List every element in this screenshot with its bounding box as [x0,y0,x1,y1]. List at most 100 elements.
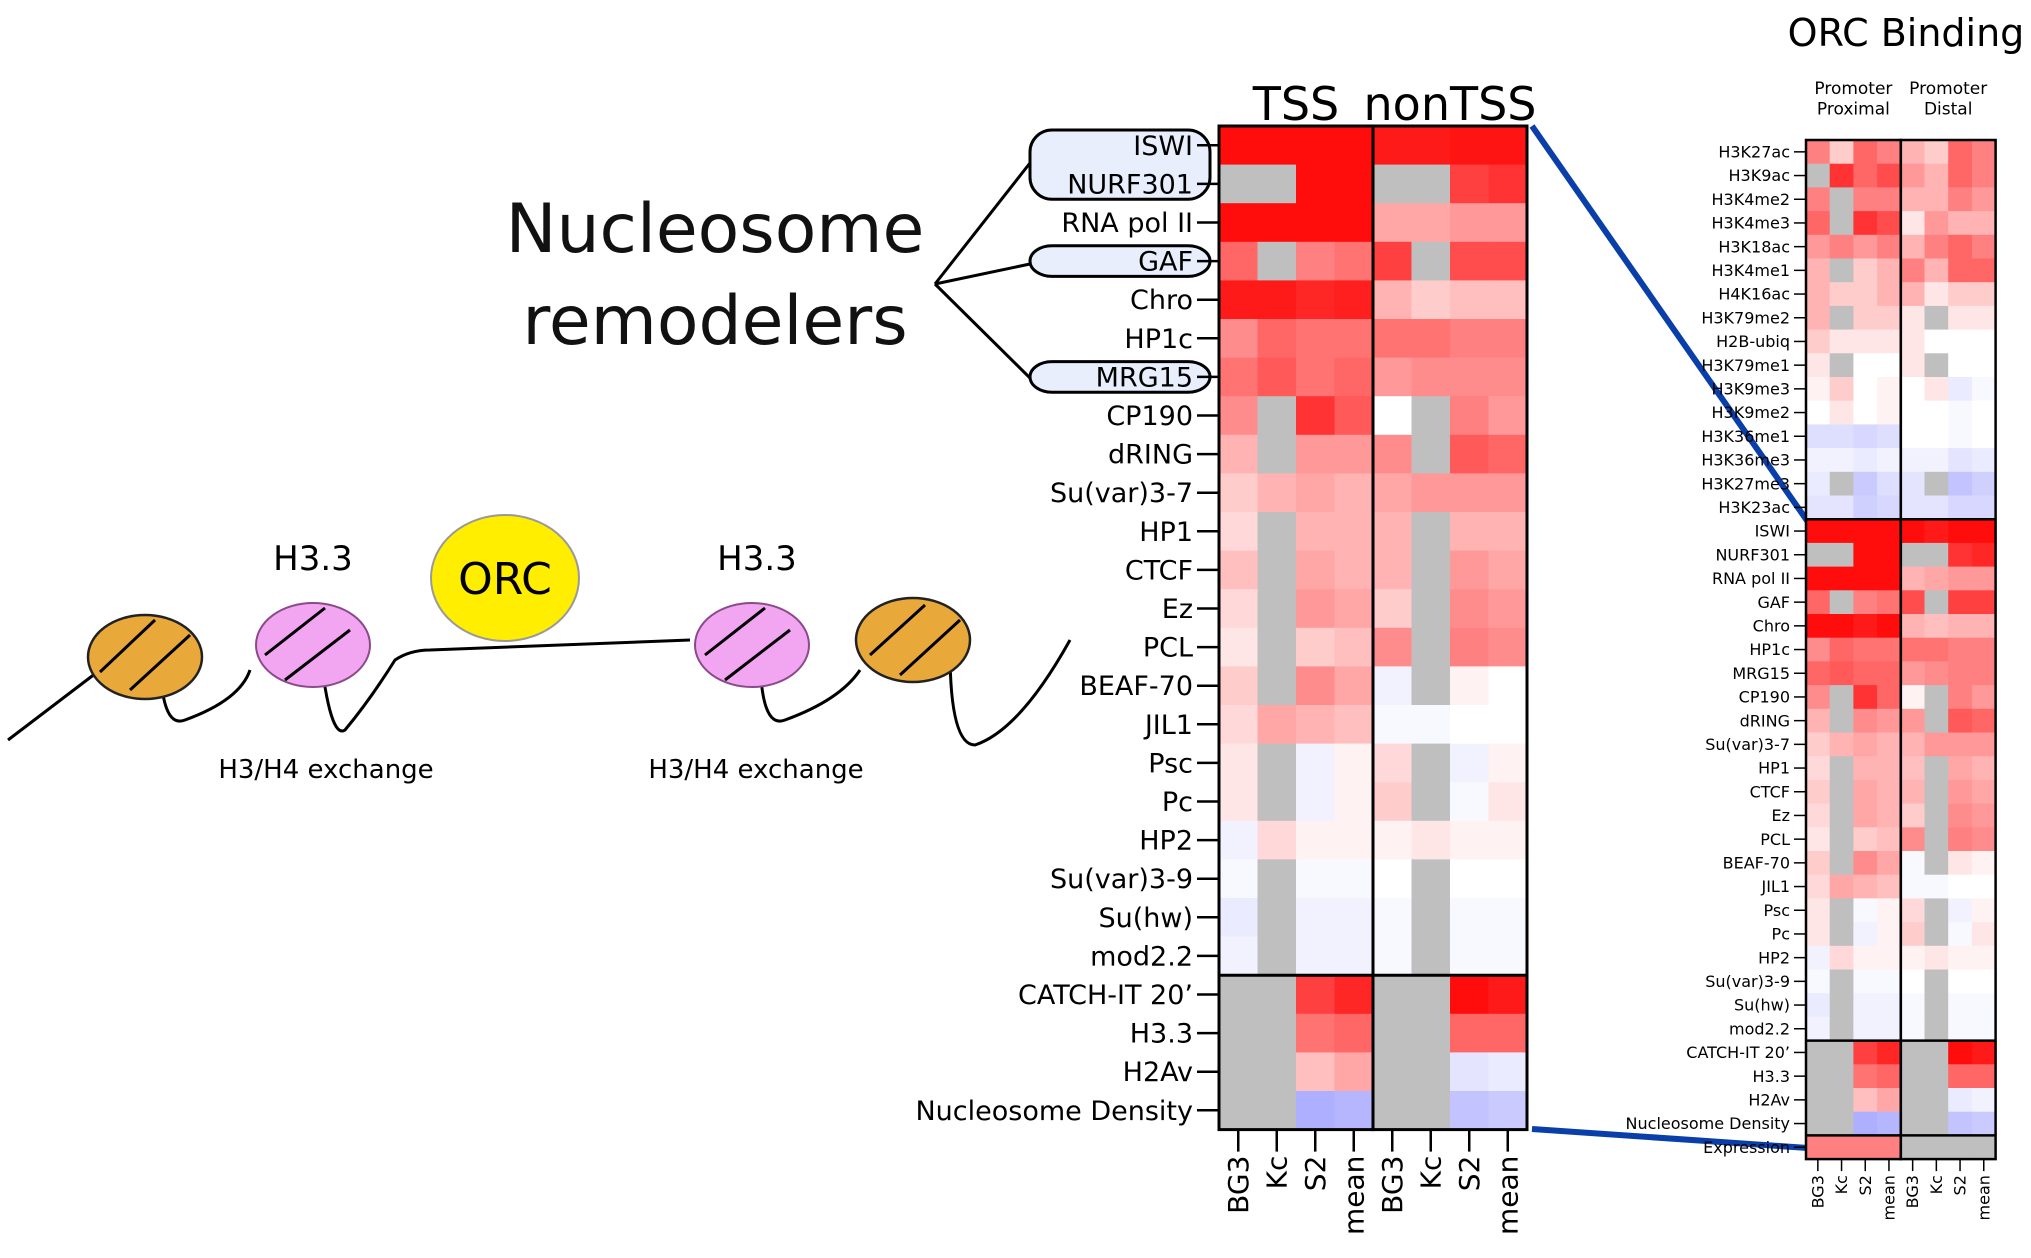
right-cell-ctcf-kc-5 [1924,779,1949,805]
right-cell-nurf301-kc-1 [1829,542,1854,568]
main-cell-dring-kc-1 [1257,434,1297,474]
right-cell-hp1c-mean-7 [1971,637,1997,662]
main-row-label-su-hw: Su(hw) [1098,903,1193,934]
main-cell-chro-s2-6 [1450,280,1489,320]
right-cell-hp1-mean-3 [1877,756,1902,781]
main-cell-nurf301-bg3-0 [1219,164,1258,204]
main-cell-hp1c-mean-7 [1488,319,1528,359]
main-cell-dring-mean-7 [1488,434,1528,474]
right-col-label-s2-6: S2 [1951,1175,1970,1195]
main-cell-nurf301-kc-1 [1257,164,1297,204]
main-cell-h2av-kc-1 [1257,1052,1297,1092]
right-cell-h3k9me2-mean-7 [1971,400,1997,425]
right-cell-jil1-mean-3 [1877,874,1902,899]
right-cell-h3k9me3-bg3-4 [1900,377,1925,402]
right-cell-nucleosome-density-kc-1 [1829,1111,1854,1136]
main-cell-dring-mean-3 [1334,434,1374,474]
main-cell-hp1-kc-1 [1257,512,1297,552]
right-cell-h3k27me3-s2-2 [1853,471,1878,496]
main-cell-h2av-mean-7 [1488,1052,1528,1092]
right-cell-ctcf-s2-6 [1948,779,1973,805]
right-cell-mrg15-s2-2 [1853,661,1878,686]
right-row-label-h3k27me3: H3K27me3 [1701,474,1790,493]
right-cell-pc-mean-3 [1877,922,1902,947]
right-cell-rna-pol-ii-bg3-4 [1900,566,1925,591]
right-cell-h3k36me3-mean-7 [1971,448,1997,473]
right-cell-hp1c-bg3-4 [1900,637,1925,662]
right-cell-gaf-bg3-0 [1806,590,1831,615]
right-cell-h3k9ac-bg3-4 [1900,163,1925,188]
right-cell-h3k4me3-kc-1 [1829,211,1854,236]
right-cell-pcl-s2-6 [1948,827,1973,852]
right-cell-su-hw-kc-5 [1924,993,1949,1018]
right-cell-dring-s2-6 [1948,708,1973,733]
right-cell-h2av-mean-3 [1877,1088,1902,1113]
main-cell-h2av-bg3-4 [1373,1052,1412,1092]
main-cell-h3-3-s2-6 [1450,1013,1489,1053]
right-row-label-h2b-ubiq: H2B-ubiq [1716,332,1790,351]
main-cell-hp2-bg3-0 [1219,820,1258,860]
main-col-label-mean-3: mean [1338,1156,1371,1235]
right-cell-h2av-mean-7 [1971,1088,1997,1113]
right-cell-mrg15-mean-7 [1971,661,1997,686]
right-cell-su-var-3-9-bg3-0 [1806,969,1831,994]
main-cell-psc-s2-6 [1450,743,1489,783]
main-row-label-cp190: CP190 [1106,401,1193,432]
right-cell-catch-it-20-s2-2 [1853,1040,1878,1065]
right-cell-dring-kc-5 [1924,708,1949,733]
main-cell-rna-pol-ii-kc-5 [1411,203,1451,243]
right-group-label-promoter-proximal-1: Proximal [1817,99,1890,119]
right-cell-hp2-mean-7 [1971,945,1997,970]
right-cell-su-var-3-9-kc-1 [1829,969,1854,994]
main-cell-gaf-kc-1 [1257,241,1297,281]
main-cell-jil1-s2-2 [1296,705,1335,745]
right-cell-mod2-2-bg3-0 [1806,1016,1831,1042]
main-cell-hp2-kc-5 [1411,820,1451,860]
main-cell-iswi-s2-2 [1296,126,1335,166]
main-cell-cp190-s2-2 [1296,396,1335,436]
main-cell-ctcf-s2-6 [1450,550,1489,590]
right-cell-h3k9me3-kc-5 [1924,377,1949,402]
right-row-label-nucleosome-density: Nucleosome Density [1626,1114,1790,1133]
right-cell-h3k27ac-mean-7 [1971,140,1997,165]
right-cell-beaf-70-bg3-4 [1900,851,1925,876]
main-cell-catch-it-20-mean-3 [1334,975,1374,1015]
right-cell-expression-bg3-4 [1900,1135,1925,1160]
right-cell-mod2-2-s2-6 [1948,1016,1973,1042]
right-row-label-h3k4me1: H3K4me1 [1712,261,1791,280]
main-cell-hp2-mean-7 [1488,820,1528,860]
right-col-label-bg3-4: BG3 [1903,1175,1922,1208]
main-cell-ez-s2-6 [1450,589,1489,629]
right-cell-h3k27ac-bg3-0 [1806,140,1831,165]
main-row-label-hp1: HP1 [1139,517,1193,548]
heading-remodelers: remodelers [522,282,907,361]
main-cell-chro-s2-2 [1296,280,1335,320]
main-cell-pcl-kc-5 [1411,627,1451,667]
main-cell-pc-bg3-4 [1373,782,1412,822]
right-cell-nucleosome-density-bg3-0 [1806,1111,1831,1136]
right-cell-rna-pol-ii-mean-3 [1877,566,1902,591]
main-cell-ez-kc-5 [1411,589,1451,629]
main-cell-pc-kc-1 [1257,782,1297,822]
exchange-label-right: H3/H4 exchange [648,755,863,785]
right-cell-h3k18ac-kc-1 [1829,234,1854,259]
right-cell-su-var-3-7-kc-1 [1829,732,1854,757]
right-cell-cp190-bg3-0 [1806,685,1831,710]
right-row-label-h3k9ac: H3K9ac [1729,166,1790,185]
main-cell-psc-kc-1 [1257,743,1297,783]
main-cell-su-var-3-7-mean-3 [1334,473,1374,513]
right-cell-h3k27me3-s2-6 [1948,471,1973,496]
right-row-label-beaf-70: BEAF-70 [1723,853,1790,872]
right-cell-su-var-3-9-mean-3 [1877,969,1902,994]
right-cell-jil1-kc-1 [1829,874,1854,899]
main-col-label-kc-1: Kc [1261,1156,1294,1190]
main-cell-jil1-s2-6 [1450,705,1489,745]
right-cell-pc-s2-6 [1948,922,1973,947]
main-cell-jil1-kc-1 [1257,705,1297,745]
right-cell-psc-mean-7 [1971,898,1997,923]
zoom-connector-bottom [1531,1126,1809,1151]
main-cell-psc-bg3-0 [1219,743,1258,783]
right-cell-h3k27ac-mean-3 [1877,140,1902,165]
